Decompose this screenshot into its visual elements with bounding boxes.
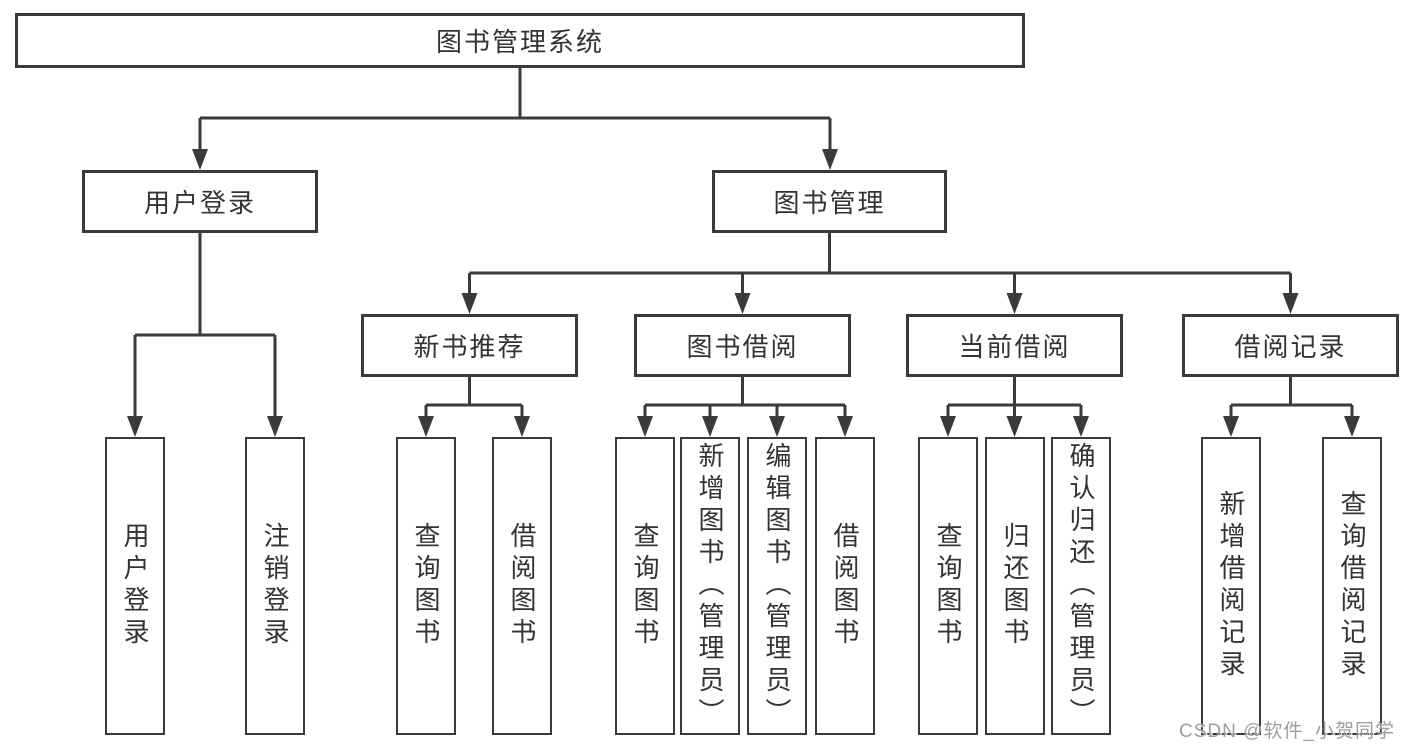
leaf-confirm-return-admin: 确认归还（管理员）: [1051, 437, 1111, 735]
node-label: 图书管理: [773, 188, 886, 218]
node-label: 新书推荐: [413, 332, 526, 362]
node-label: 查询图书: [630, 522, 660, 650]
node-label: 确认归还（管理员）: [1066, 442, 1096, 730]
node-label: 图书管理系统: [435, 27, 604, 57]
node-label: 归还图书: [1000, 522, 1030, 650]
leaf-borrow-books-borrowing: 借阅图书: [815, 437, 875, 735]
leaf-logout: 注销登录: [245, 437, 305, 735]
node-label: 查询图书: [933, 522, 963, 650]
node-label: 新增图书（管理员）: [695, 442, 725, 730]
node-label: 编辑图书（管理员）: [762, 442, 792, 730]
node-new-book-recommend: 新书推荐: [361, 314, 578, 377]
node-label: 查询图书: [411, 522, 441, 650]
leaf-edit-book-admin: 编辑图书（管理员）: [747, 437, 807, 735]
node-label: 借阅图书: [830, 522, 860, 650]
leaf-query-books-current: 查询图书: [918, 437, 978, 735]
leaf-borrow-books-recommend: 借阅图书: [492, 437, 552, 735]
node-label: 当前借阅: [958, 332, 1071, 362]
node-library-management-system: 图书管理系统: [15, 13, 1025, 68]
leaf-query-borrow-record: 查询借阅记录: [1322, 437, 1382, 735]
node-borrowing-records: 借阅记录: [1182, 314, 1399, 377]
node-label: 注销登录: [260, 522, 290, 650]
node-label: 用户登录: [120, 522, 150, 650]
node-book-borrowing: 图书借阅: [634, 314, 851, 377]
leaf-query-books-borrowing: 查询图书: [615, 437, 675, 735]
node-book-management: 图书管理: [712, 170, 947, 233]
node-label: 借阅记录: [1234, 332, 1347, 362]
leaf-query-books-recommend: 查询图书: [396, 437, 456, 735]
node-label: 新增借阅记录: [1216, 490, 1246, 682]
node-user-login: 用户登录: [82, 170, 318, 233]
node-label: 用户登录: [143, 188, 256, 218]
node-current-borrowing: 当前借阅: [906, 314, 1123, 377]
csdn-watermark: CSDN @软件_小贺同学: [1179, 721, 1395, 742]
leaf-return-books: 归还图书: [985, 437, 1045, 735]
node-label: 图书借阅: [686, 332, 799, 362]
leaf-add-borrow-record: 新增借阅记录: [1201, 437, 1261, 735]
node-label: 借阅图书: [507, 522, 537, 650]
leaf-user-login: 用户登录: [105, 437, 165, 735]
node-label: 查询借阅记录: [1337, 490, 1367, 682]
leaf-add-book-admin: 新增图书（管理员）: [680, 437, 740, 735]
